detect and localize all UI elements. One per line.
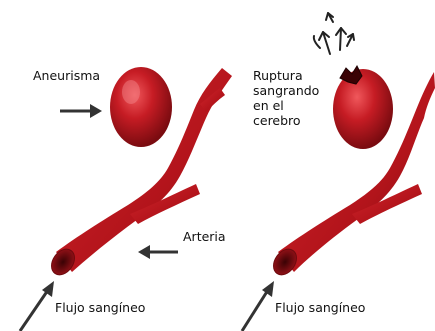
aneurysm-label: Aneurisma	[33, 68, 100, 83]
rupture-label-line-2: sangrando	[253, 83, 333, 98]
aneurysm-pointer-arrow	[60, 104, 102, 118]
artery-label: Arteria	[183, 229, 226, 244]
rupture-label: Ruptura sangrando en el cerebro	[253, 68, 333, 128]
blood-flow-label-right: Flujo sangíneo	[275, 300, 365, 315]
rupture-label-line-3: en el	[253, 98, 333, 113]
blood-flow-label-left: Flujo sangíneo	[55, 300, 145, 315]
blood-splatter-arrows-icon	[314, 13, 354, 54]
ruptured-aneurysm-bulb	[333, 69, 393, 149]
rupture-label-line-4: cerebro	[253, 113, 333, 128]
aneurysm-bulb	[110, 67, 172, 147]
left-artery	[47, 67, 232, 279]
artery-pointer-arrow	[138, 245, 178, 259]
flow-right-pointer-arrow	[242, 281, 274, 331]
rupture-label-line-1: Ruptura	[253, 68, 333, 83]
flow-left-pointer-arrow	[20, 281, 54, 331]
